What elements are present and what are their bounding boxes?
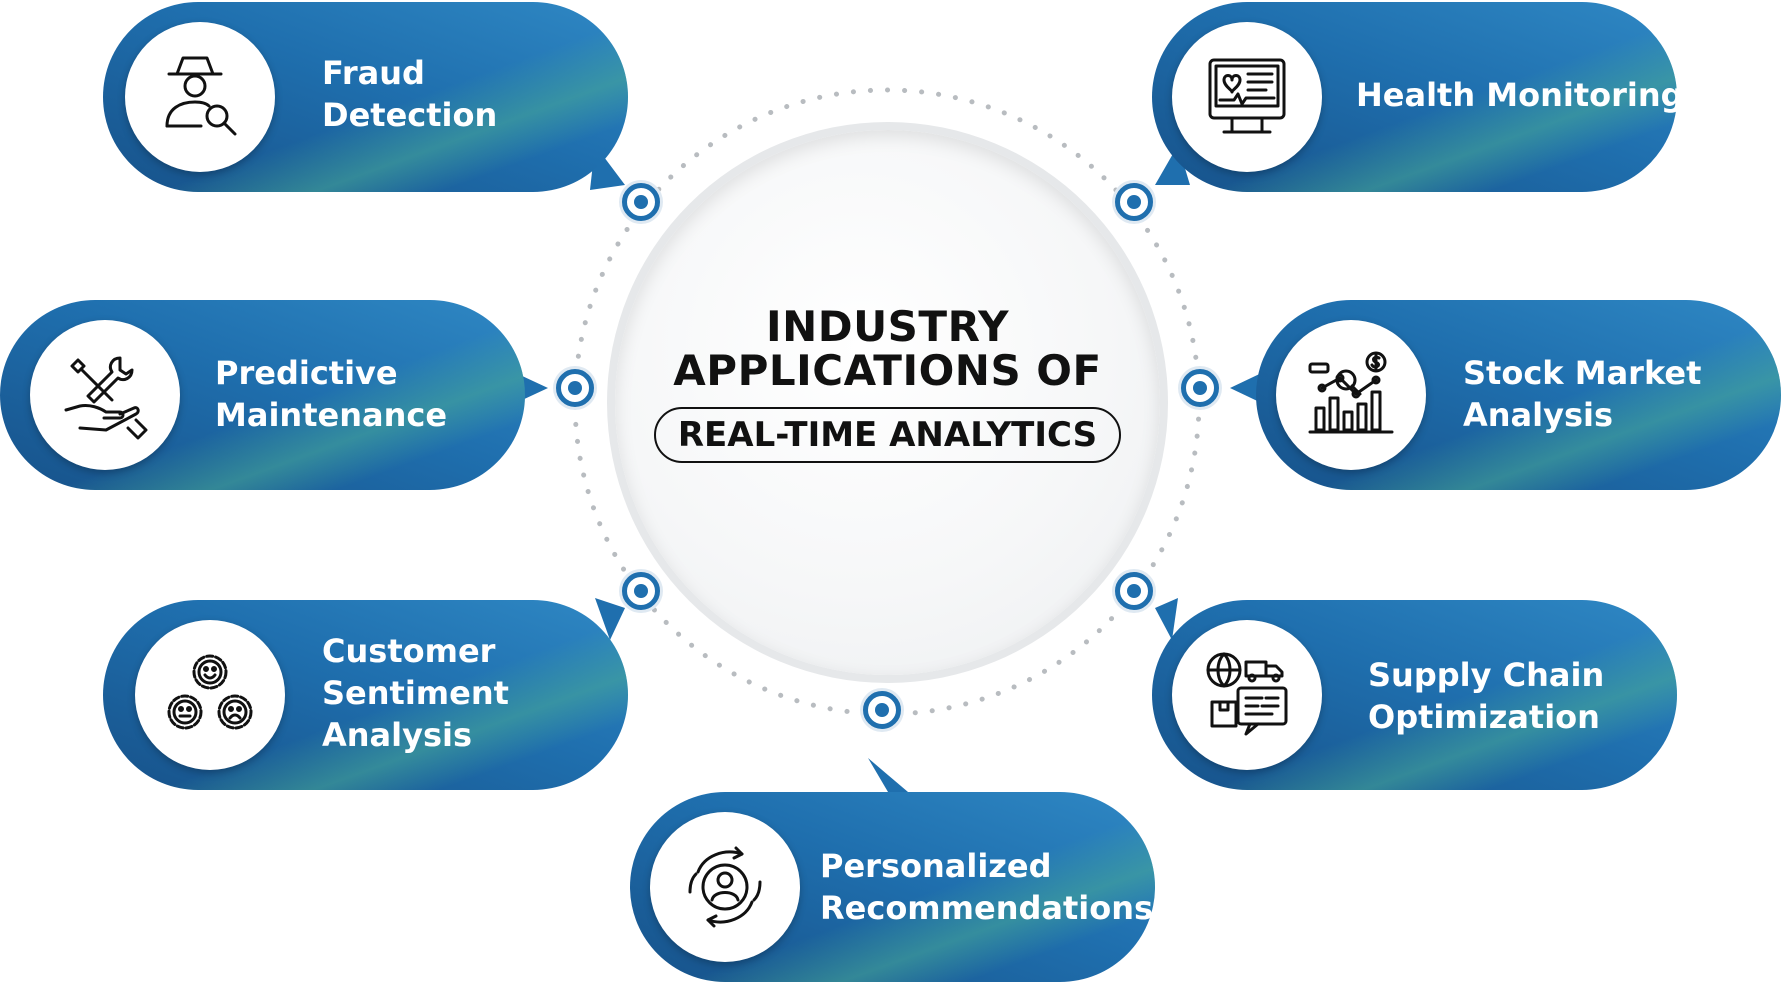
orbit-node-sentiment — [622, 572, 660, 610]
orbit-node-health — [1115, 183, 1153, 221]
center-title-line1: INDUSTRY — [765, 302, 1010, 351]
center-subtitle-pill: REAL-TIME ANALYTICS — [653, 407, 1122, 463]
pill-label-sentiment: Customer Sentiment Analysis — [322, 632, 509, 754]
orbit-node-personalized — [863, 691, 901, 729]
orbit-node-predictive — [556, 369, 594, 407]
pill-label-personalized: Personalized Recommendations — [820, 847, 1154, 927]
pill-label-predictive: Predictive Maintenance — [215, 354, 448, 434]
maintenance-tools-icon — [64, 356, 148, 440]
health-monitor-icon — [1208, 58, 1286, 134]
icon-circle-health — [1172, 22, 1322, 172]
icon-circle-fraud — [125, 22, 275, 172]
icon-circle-stock — [1276, 320, 1426, 470]
icon-circle-predictive — [30, 320, 180, 470]
icon-circle-supply — [1172, 620, 1322, 770]
fraud-detection-icon — [165, 56, 237, 136]
orbit-node-fraud — [622, 183, 660, 221]
sentiment-faces-icon — [167, 654, 253, 730]
center-title-line2: APPLICATIONS OF — [673, 346, 1102, 395]
pill-label-health: Health Monitoring — [1356, 76, 1684, 114]
orbit-node-stock — [1181, 369, 1219, 407]
center-title: INDUSTRY APPLICATIONS OF REAL-TIME ANALY… — [615, 305, 1160, 463]
supply-chain-icon — [1206, 652, 1288, 736]
pill-label-supply: Supply Chain Optimization — [1368, 656, 1605, 736]
pill-label-stock: Stock Market Analysis — [1463, 354, 1702, 434]
center-circle — [615, 130, 1160, 675]
stock-chart-icon — [1308, 351, 1394, 434]
icon-circle-sentiment — [135, 620, 285, 770]
orbit-node-supply — [1115, 572, 1153, 610]
pill-label-fraud: Fraud Detection — [322, 54, 498, 134]
icon-circle-personalized — [650, 812, 800, 962]
user-cycle-icon — [688, 846, 762, 928]
